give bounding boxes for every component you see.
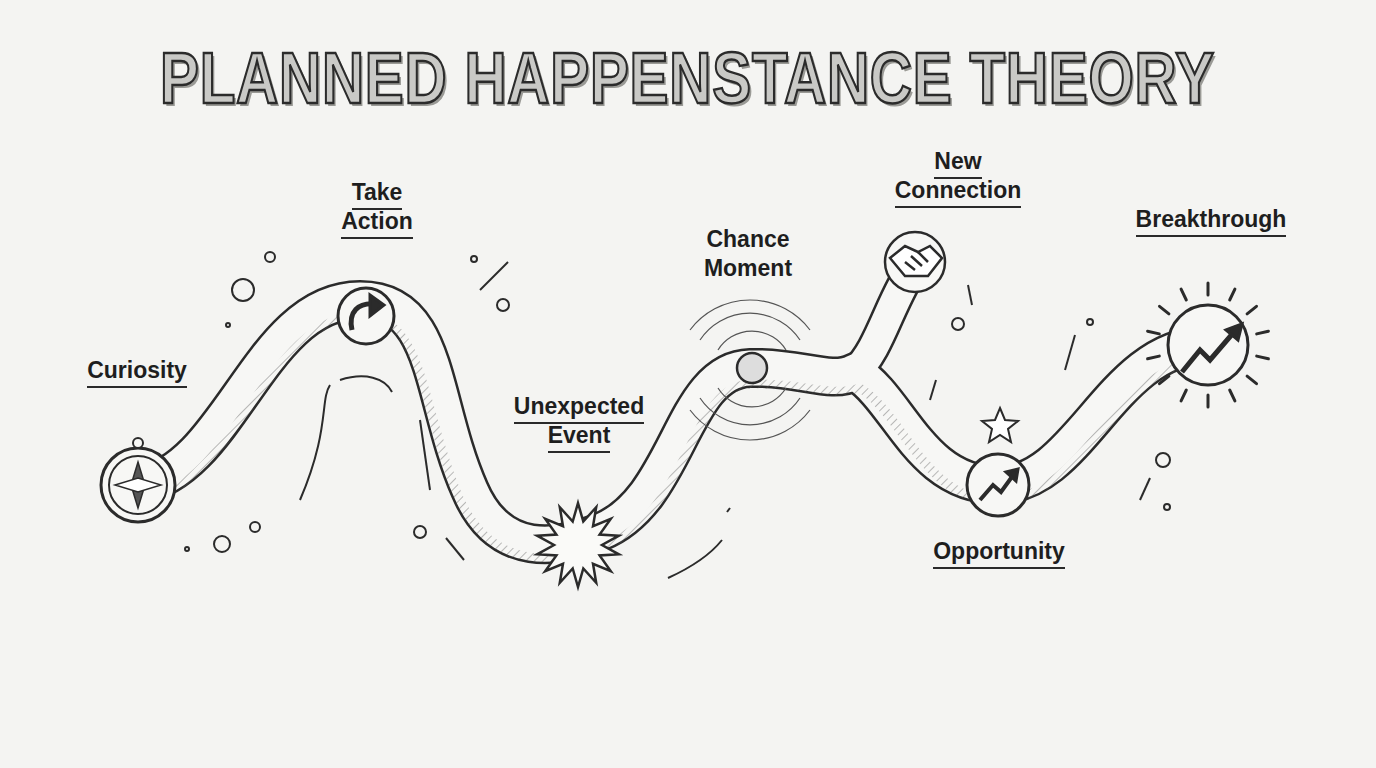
title: PLANNED HAPPENSTANCE THEORY <box>160 38 1215 118</box>
ray-stroke <box>1207 283 1210 295</box>
ray-stroke <box>1148 356 1160 359</box>
ray-stroke <box>1148 331 1160 334</box>
stage-label: Take Action <box>322 178 432 236</box>
stage-label: Breakthrough <box>1136 205 1287 234</box>
stage-label: Chance Moment <box>681 225 816 283</box>
ray-stroke <box>1230 390 1235 401</box>
ray-stroke <box>1247 376 1256 384</box>
ray-stroke <box>1160 376 1169 384</box>
ray-stroke <box>1230 289 1235 300</box>
ray-stroke <box>1181 390 1186 401</box>
stage-label-text: Take Action <box>341 179 413 239</box>
ray-stroke <box>1247 306 1256 314</box>
stage-label-text: Curiosity <box>87 357 187 388</box>
ray-stroke <box>1207 395 1210 407</box>
stage-label-text: Breakthrough <box>1136 206 1287 237</box>
stage-label-text: Chance Moment <box>704 226 792 281</box>
ray-stroke <box>1257 331 1269 334</box>
stage-label: Unexpected Event <box>497 392 662 450</box>
stage-label: Curiosity <box>87 356 187 385</box>
stage-label-text: New Connection <box>895 148 1022 208</box>
stage-label-text: Opportunity <box>933 538 1065 569</box>
stage-label: Opportunity <box>933 537 1065 566</box>
stage-label-text: Unexpected Event <box>514 393 644 453</box>
ray-stroke <box>1257 356 1269 359</box>
ray-stroke <box>1181 289 1186 300</box>
starburst-icon <box>537 503 619 587</box>
stage-label: New Connection <box>876 147 1041 205</box>
ray-stroke <box>1160 306 1169 314</box>
